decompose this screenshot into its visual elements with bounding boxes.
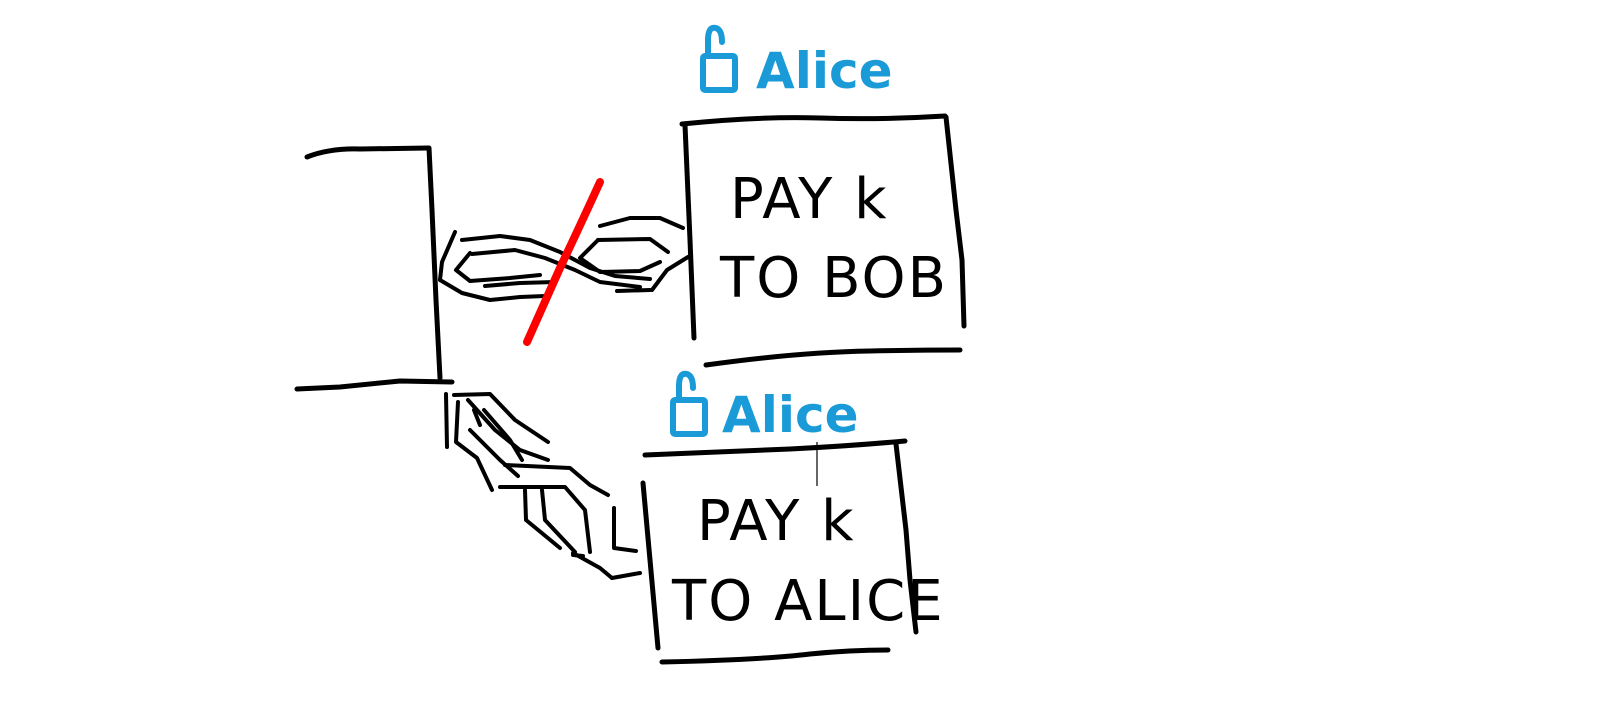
box-pay-alice: PAY k TO ALICE bbox=[640, 438, 945, 665]
box-pay-bob-line2: TO BOB bbox=[719, 246, 948, 311]
box-pay-alice-line2: TO ALICE bbox=[671, 569, 945, 634]
owner-label-top: Alice bbox=[700, 24, 893, 100]
box-pay-alice-line1: PAY k bbox=[697, 489, 856, 554]
padlock-open-icon bbox=[670, 370, 708, 437]
box-pay-bob-line1: PAY k bbox=[730, 167, 889, 232]
owner-label-top-text: Alice bbox=[756, 42, 893, 100]
revoked-mark bbox=[523, 178, 604, 346]
source-bracket bbox=[294, 145, 455, 392]
chain-link-top bbox=[438, 216, 690, 302]
owner-label-bottom: Alice bbox=[670, 370, 859, 444]
owner-label-bottom-text: Alice bbox=[722, 386, 859, 444]
padlock-open-icon bbox=[700, 24, 738, 93]
box-pay-bob: PAY k TO BOB bbox=[679, 113, 967, 368]
chain-link-bottom bbox=[444, 392, 642, 580]
